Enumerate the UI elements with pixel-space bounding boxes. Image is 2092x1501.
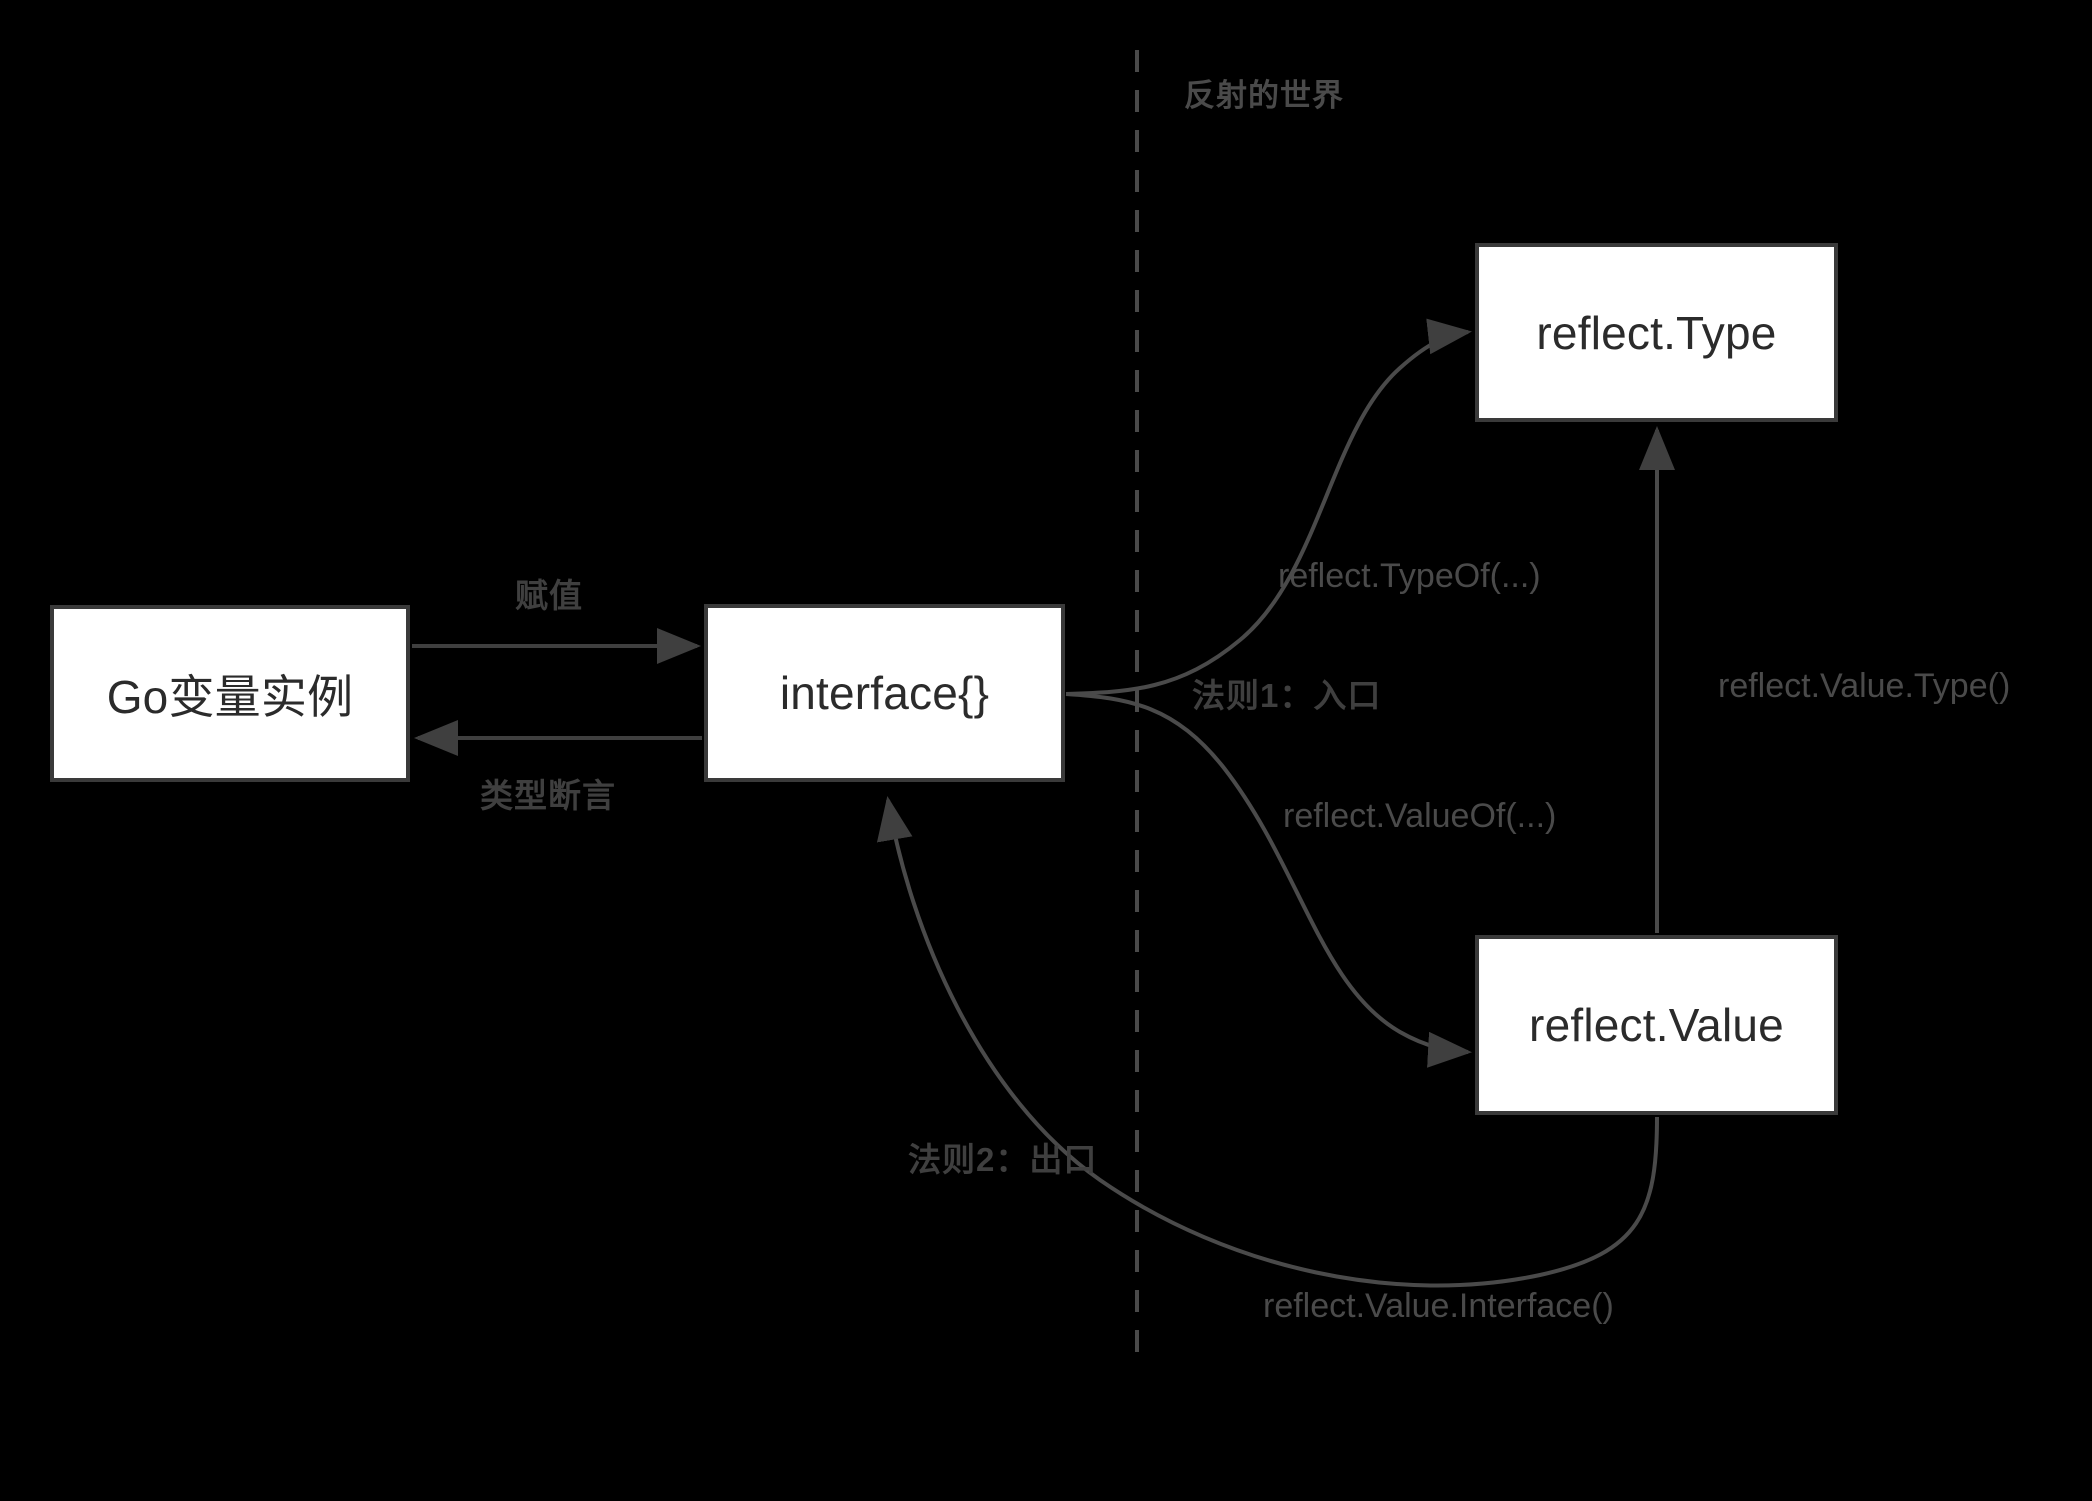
- reflection-world-label: 反射的世界: [1184, 78, 1344, 113]
- node-reflect-type-label: reflect.Type: [1536, 306, 1777, 359]
- edge-value-of: [1065, 692, 1472, 1068]
- node-go-variable[interactable]: Go变量实例: [50, 605, 410, 782]
- node-interface[interactable]: interface{}: [704, 604, 1065, 782]
- edge-label-type-assert: 类型断言: [480, 777, 616, 814]
- edge-label-value-interface: reflect.Value.Interface(): [1263, 1287, 1614, 1325]
- node-go-variable-label: Go变量实例: [106, 670, 354, 723]
- edge-label-value-type: reflect.Value.Type(): [1718, 667, 2011, 705]
- edge-label-assign: 赋值: [515, 577, 583, 614]
- node-reflect-value-label: reflect.Value: [1529, 999, 1784, 1051]
- edge-label-rule-2: 法则2：出口: [908, 1141, 1098, 1178]
- node-interface-label: interface{}: [779, 667, 990, 719]
- edge-label-rule-1: 法则1：入口: [1192, 677, 1382, 714]
- edge-label-value-of: reflect.ValueOf(...): [1283, 797, 1557, 835]
- edge-type-of: [1065, 318, 1472, 696]
- node-reflect-value[interactable]: reflect.Value: [1475, 935, 1838, 1115]
- node-reflect-type[interactable]: reflect.Type: [1475, 243, 1838, 422]
- edge-label-type-of: reflect.TypeOf(...): [1278, 557, 1541, 595]
